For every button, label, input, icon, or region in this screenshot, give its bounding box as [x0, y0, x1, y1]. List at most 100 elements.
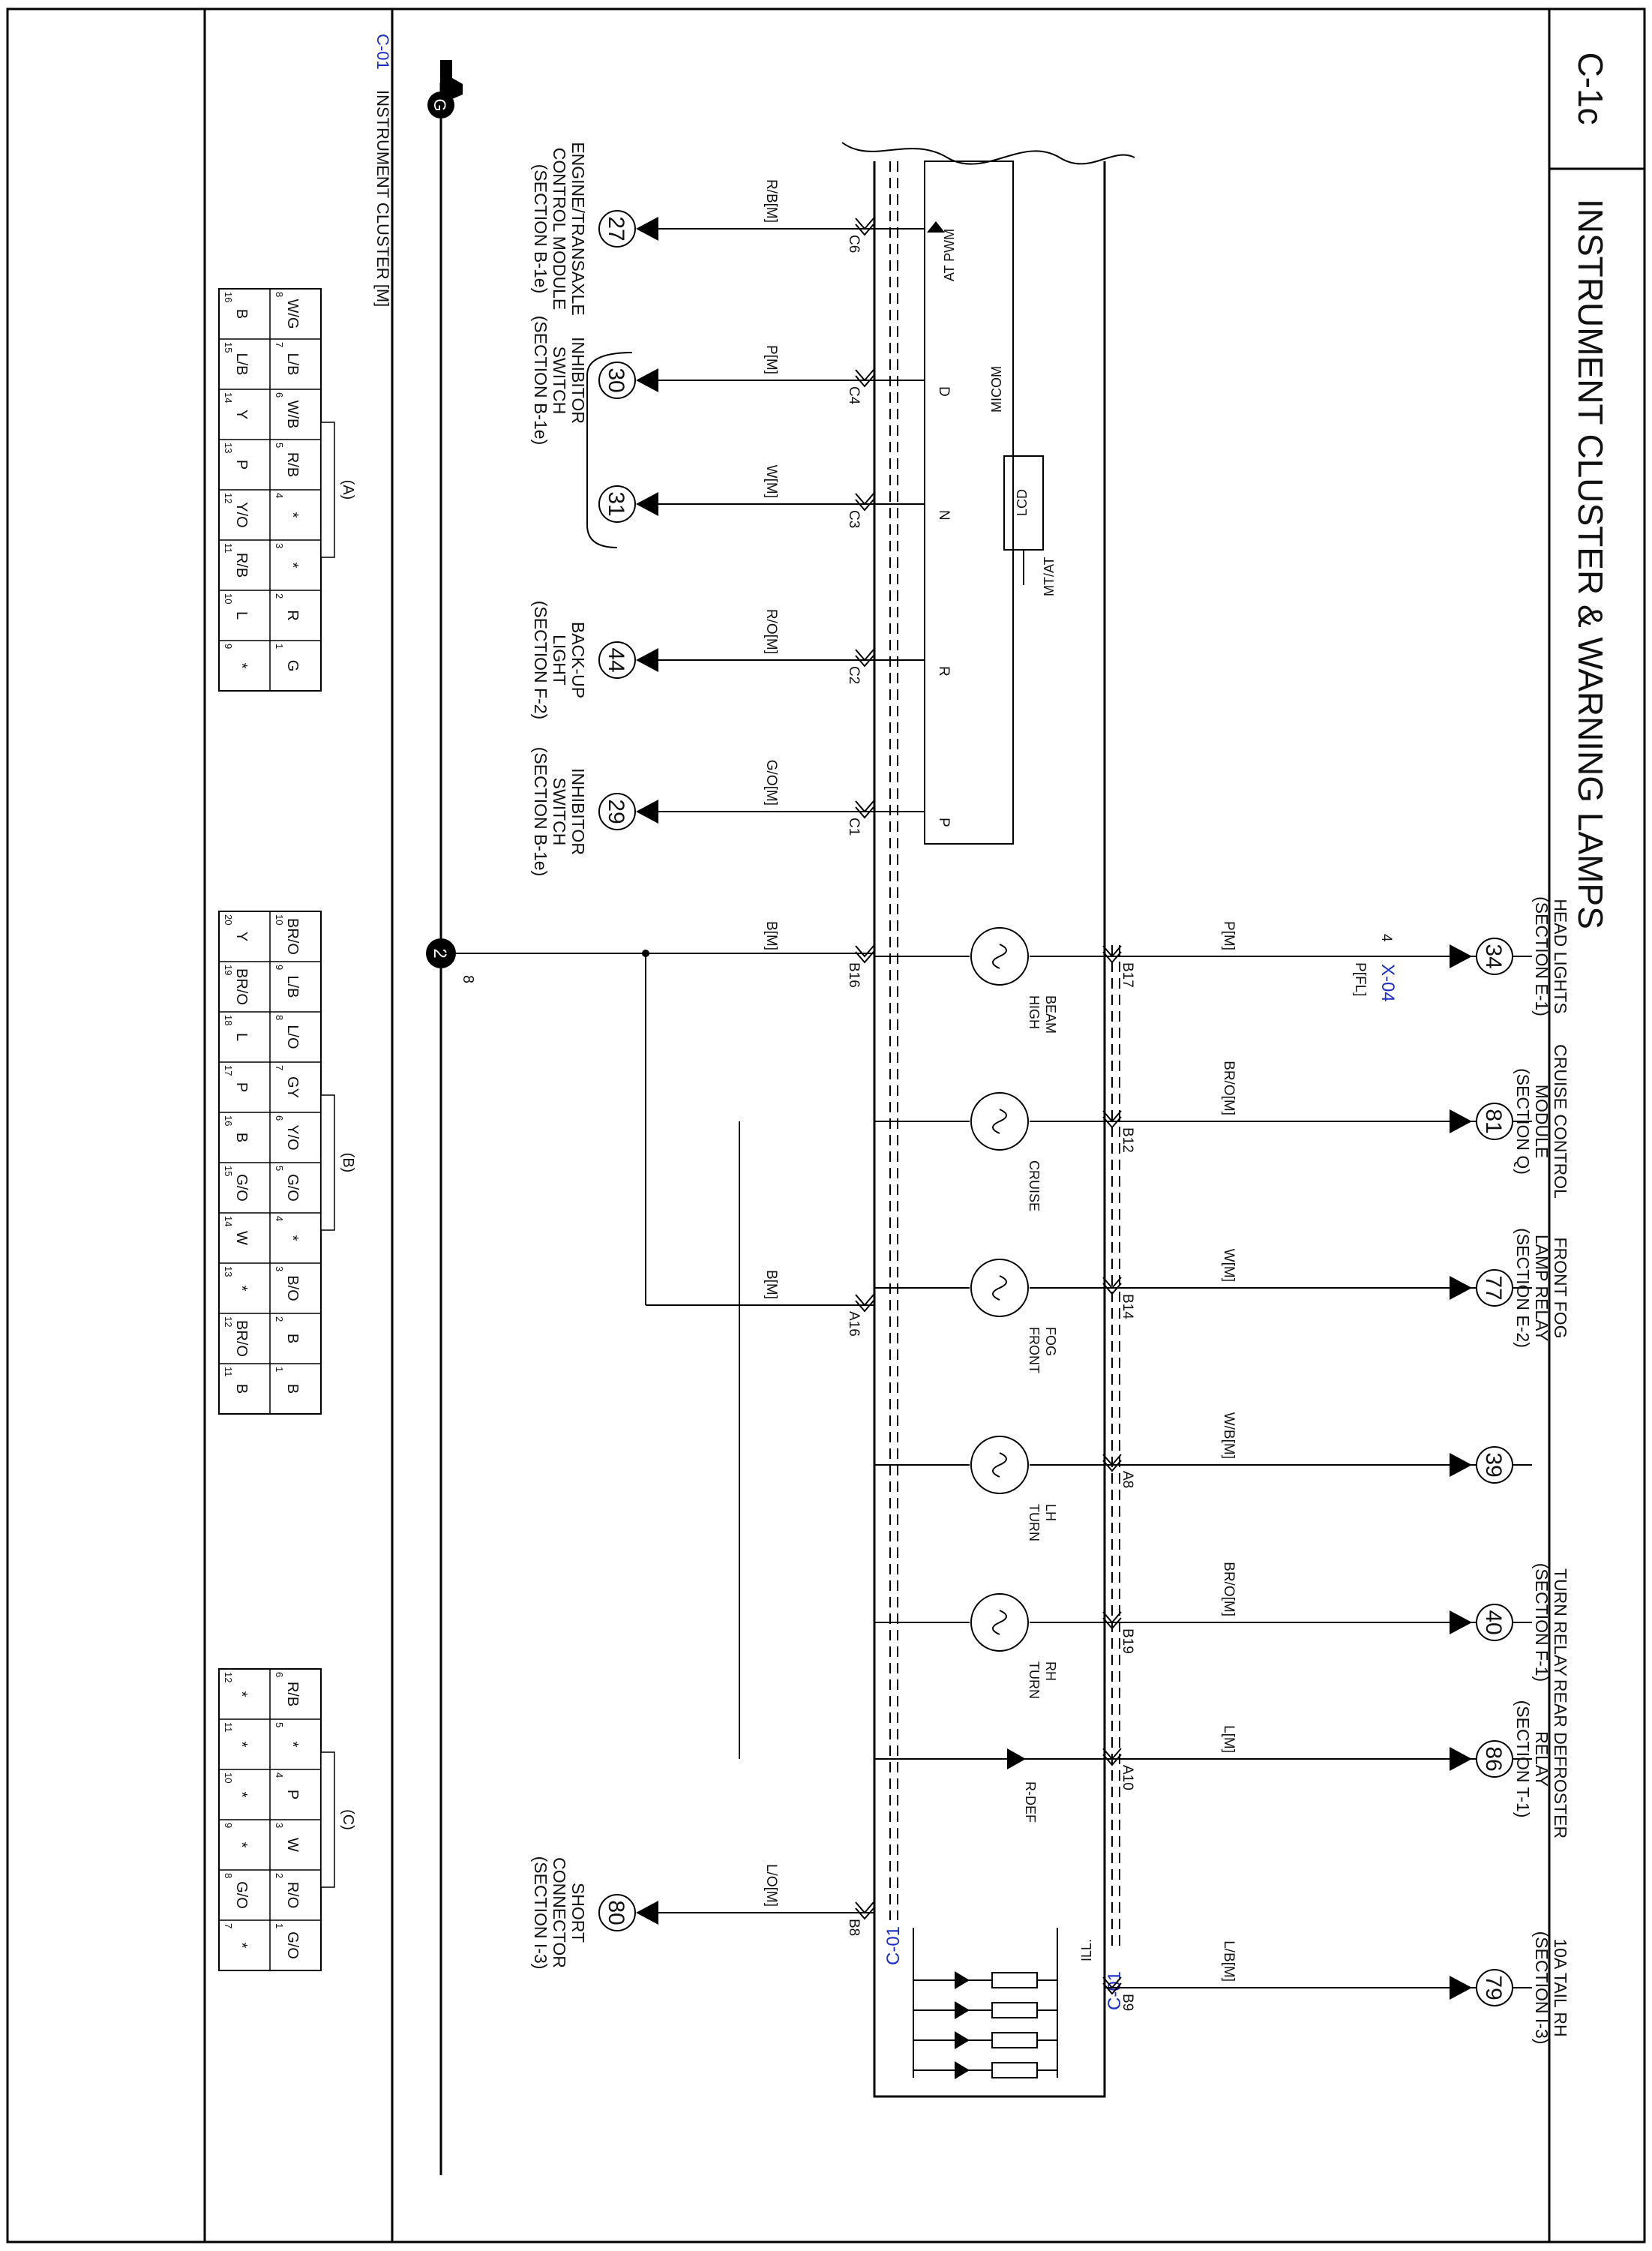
- reference-circle: [1476, 938, 1513, 975]
- connector-chevron-icon: [855, 218, 874, 236]
- connector-label: (A): [340, 480, 356, 500]
- destination-label: REAR DEFROSTER: [1551, 1679, 1570, 1838]
- wire-label: W/B[M]: [1221, 1412, 1237, 1459]
- pin-wire: *: [233, 1792, 250, 1798]
- pin-wire: R/B: [233, 553, 250, 578]
- micom-label: MICOM: [989, 366, 1004, 413]
- pin-number: 5: [274, 1166, 285, 1171]
- pin-wire: *: [284, 563, 301, 569]
- pin-number: 19: [223, 965, 234, 975]
- pin-number: 14: [223, 392, 234, 403]
- pin-wire: G/O: [233, 1881, 250, 1909]
- connector-a: (A)8W/G7L/B6W/B5R/B4*3*2R1G16B15L/B14Y13…: [218, 288, 356, 692]
- connector-chevron-icon: [1102, 1748, 1122, 1766]
- reference-number: 27: [604, 216, 628, 241]
- svg-text:2: 2: [430, 948, 450, 958]
- pin-number: 4: [274, 493, 285, 498]
- destination-label: (SECTION B-1e): [531, 164, 550, 294]
- reference-number: 81: [1481, 1109, 1506, 1133]
- destination-label: SWITCH: [550, 347, 569, 415]
- pin-label: A10: [1120, 1765, 1135, 1790]
- arrow-icon: [636, 217, 658, 241]
- pin-number: 10: [223, 1772, 234, 1783]
- pin-wire: L/B: [284, 975, 301, 998]
- pin-number: 1: [274, 1367, 285, 1372]
- destination-label: MODULE: [1532, 1085, 1552, 1158]
- arrow-icon: [636, 1901, 658, 1925]
- arrow-icon: [636, 492, 658, 516]
- ill-label: ILL.: [1079, 1939, 1094, 1961]
- internal-label: P: [936, 818, 952, 827]
- junction-pin: 4: [1378, 934, 1394, 942]
- destination-label: FRONT FOG: [1551, 1237, 1570, 1338]
- destination-label: (SECTION E-1): [1532, 896, 1552, 1016]
- pin-wire: L/B: [233, 353, 250, 375]
- connector-chevron-icon: [855, 493, 874, 512]
- destination-label: (SECTION E-2): [1513, 1228, 1533, 1348]
- wire-label: B[M]: [763, 921, 779, 950]
- reference-number: 29: [604, 799, 628, 824]
- pin-number: 3: [274, 1823, 285, 1828]
- destination-label: 10A TAIL RH: [1551, 1938, 1570, 2036]
- led-icon: [955, 1971, 970, 1989]
- headlight-junction: P[FL]X-044: [739, 934, 1398, 1759]
- connector-chevron-icon: [855, 649, 874, 668]
- resistor-icon: [991, 2062, 1038, 2078]
- pin-number: 17: [223, 1065, 234, 1076]
- destination-label: TURN RELAY: [1551, 1568, 1570, 1676]
- reference-circle: [598, 641, 636, 679]
- pin-number: 7: [223, 1923, 234, 1928]
- diagram-title: INSTRUMENT CLUSTER & WARNING LAMPS: [1571, 199, 1610, 929]
- pin-wire: L/O: [284, 1025, 301, 1049]
- arrow-icon: [636, 648, 658, 672]
- pin-label: C6: [846, 235, 862, 253]
- pin-number: 16: [223, 292, 234, 302]
- lamp-name: TURN: [1027, 1661, 1042, 1699]
- led-icon: [955, 2061, 970, 2079]
- pin-wire: W: [233, 1231, 250, 1245]
- led-icon: [1007, 1748, 1026, 1769]
- pin-number: 10: [274, 914, 285, 925]
- pin-wire: R: [284, 610, 301, 620]
- connector-latch: [320, 1751, 335, 1888]
- pin-label: A8: [1120, 1471, 1135, 1488]
- cluster-break-line: [841, 142, 1135, 165]
- reference-circle: [598, 793, 636, 830]
- reference-number: 30: [604, 368, 628, 392]
- pin-label: C3: [846, 510, 862, 528]
- pin-number: 2: [274, 1873, 285, 1878]
- pin-number: 13: [223, 1266, 234, 1277]
- pin-number: 16: [223, 1115, 234, 1126]
- destination-label: BACK-UP: [568, 622, 588, 698]
- pin-label: B14: [1120, 1294, 1135, 1319]
- pin-wire: *: [284, 1235, 301, 1241]
- wire-label: BR/O[M]: [1221, 1061, 1237, 1115]
- connector-chevron-icon: [855, 945, 874, 964]
- reference-circle: [598, 210, 636, 248]
- cluster-connector-id: C-01: [883, 1926, 904, 1965]
- pin-number: 14: [223, 1216, 234, 1226]
- pin-label: B17: [1120, 962, 1135, 988]
- illumination-led: [913, 2061, 1057, 2079]
- pin-wire: *: [233, 1842, 250, 1848]
- reference-number: 34: [1481, 944, 1506, 968]
- wire-label: P[FL]: [1352, 962, 1368, 996]
- pin-wire: P: [284, 1790, 301, 1799]
- pin-wire: R/B: [284, 1682, 301, 1706]
- connector-chevron-icon: [1102, 1454, 1122, 1472]
- lamp-filament-icon: [992, 1452, 1007, 1478]
- lamp-name: CRUISE: [1027, 1160, 1042, 1211]
- reference-circle: [1476, 1969, 1513, 2006]
- internal-label: D: [936, 386, 952, 397]
- pin-wire: B: [284, 1334, 301, 1343]
- destination-label: (SECTION F-2): [531, 601, 550, 719]
- reference-number: 39: [1481, 1452, 1506, 1477]
